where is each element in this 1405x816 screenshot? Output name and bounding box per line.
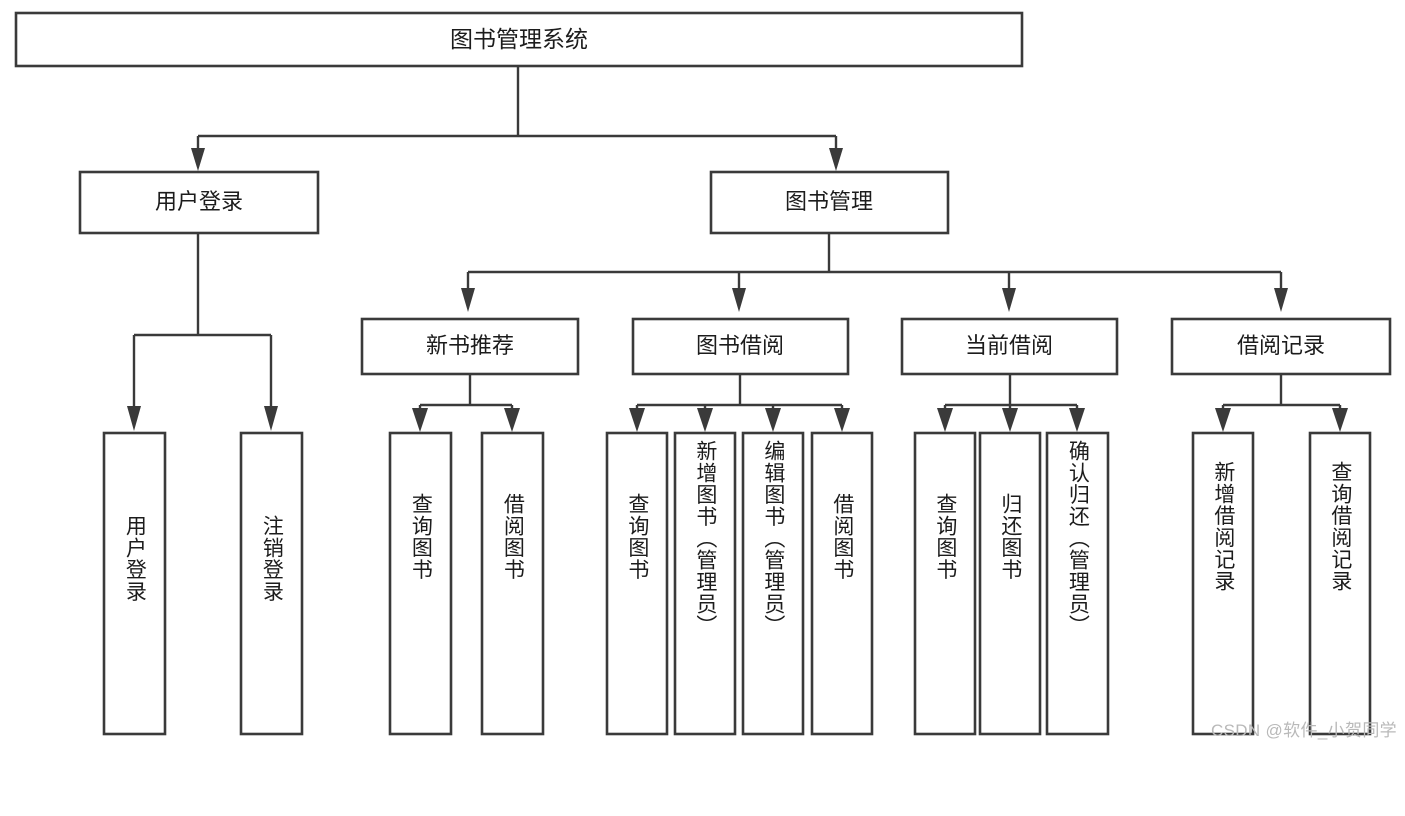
node-root-label: 图书管理系统 — [450, 26, 588, 52]
arrowhead-leaf-new-book-1 — [412, 408, 428, 432]
arrowhead-current-borrow — [1002, 288, 1016, 312]
arrowhead-leaf-user-login-1 — [127, 406, 141, 431]
node-book-borrow[interactable]: 图书借阅 — [631, 317, 850, 376]
node-book-borrow-label: 图书借阅 — [696, 333, 784, 358]
leaf-box-new-book-1[interactable] — [388, 431, 453, 736]
diagram-canvas: 图书管理系统 用户登录 图书管理 新书推荐 图书借阅 当前借阅 借阅记录 — [14, 11, 1397, 740]
arrowhead-book-borrow — [732, 288, 746, 312]
node-current-borrow-box[interactable] — [900, 317, 1119, 376]
leaf-box-current-borrow-1[interactable] — [913, 431, 977, 736]
hierarchy-diagram: 图书管理系统 用户登录 图书管理 新书推荐 图书借阅 当前借阅 借阅记录 — [14, 11, 1392, 736]
node-root[interactable]: 图书管理系统 — [14, 11, 1024, 68]
leaf-box-book-borrow-1[interactable] — [605, 431, 669, 736]
node-current-borrow-label: 当前借阅 — [965, 333, 1053, 358]
leaf-box-user-login-2[interactable] — [239, 431, 304, 736]
arrowhead-book-manage — [829, 148, 843, 171]
node-root-box[interactable] — [14, 11, 1024, 68]
node-book-manage-label: 图书管理 — [785, 189, 873, 214]
node-current-borrow[interactable]: 当前借阅 — [900, 317, 1119, 376]
arrowhead-leaf-book-borrow-3 — [765, 408, 781, 432]
arrowhead-leaf-current-borrow-1 — [937, 408, 953, 432]
leaf-box-new-book-2[interactable] — [480, 431, 545, 736]
arrowhead-leaf-book-borrow-4 — [834, 408, 850, 432]
node-borrow-record-box[interactable] — [1170, 317, 1392, 376]
arrowhead-leaf-book-borrow-2 — [697, 408, 713, 432]
node-book-borrow-box[interactable] — [631, 317, 850, 376]
arrowhead-leaf-new-book-2 — [504, 408, 520, 432]
arrowhead-leaf-current-borrow-2 — [1002, 408, 1018, 432]
leaf-box-book-borrow-4[interactable] — [810, 431, 874, 736]
csdn-watermark: CSDN @软件_小贺同学 — [1210, 721, 1397, 740]
arrowhead-leaf-current-borrow-3 — [1069, 408, 1085, 432]
node-user-login-label: 用户登录 — [155, 189, 243, 214]
leaf-box-current-borrow-2[interactable] — [978, 431, 1042, 736]
leaf-box-current-borrow-3[interactable] — [1045, 431, 1110, 736]
arrowhead-leaf-borrow-record-1 — [1215, 408, 1231, 432]
arrowhead-leaf-user-login-2 — [264, 406, 278, 431]
leaf-box-borrow-record-1[interactable] — [1191, 431, 1255, 736]
node-user-login[interactable]: 用户登录 — [78, 170, 320, 235]
leaf-box-borrow-record-2[interactable] — [1308, 431, 1372, 736]
leaf-box-book-borrow-3[interactable] — [741, 431, 805, 736]
leaf-box-user-login-1[interactable] — [102, 431, 167, 736]
node-new-book-recommend-box[interactable] — [360, 317, 580, 376]
node-borrow-record[interactable]: 借阅记录 — [1170, 317, 1392, 376]
node-user-login-box[interactable] — [78, 170, 320, 235]
node-book-manage[interactable]: 图书管理 — [709, 170, 950, 235]
node-book-manage-box[interactable] — [709, 170, 950, 235]
arrowhead-borrow-record — [1274, 288, 1288, 312]
leaf-box-layer — [102, 431, 1372, 736]
node-new-book-recommend-label: 新书推荐 — [426, 333, 514, 358]
node-borrow-record-label: 借阅记录 — [1237, 333, 1325, 358]
arrowhead-leaf-borrow-record-2 — [1332, 408, 1348, 432]
leaf-box-book-borrow-2[interactable] — [673, 431, 737, 736]
arrowhead-new-book — [461, 288, 475, 312]
arrowhead-leaf-book-borrow-1 — [629, 408, 645, 432]
connector-layer — [127, 66, 1348, 432]
arrowhead-user-login — [191, 148, 205, 171]
node-new-book-recommend[interactable]: 新书推荐 — [360, 317, 580, 376]
